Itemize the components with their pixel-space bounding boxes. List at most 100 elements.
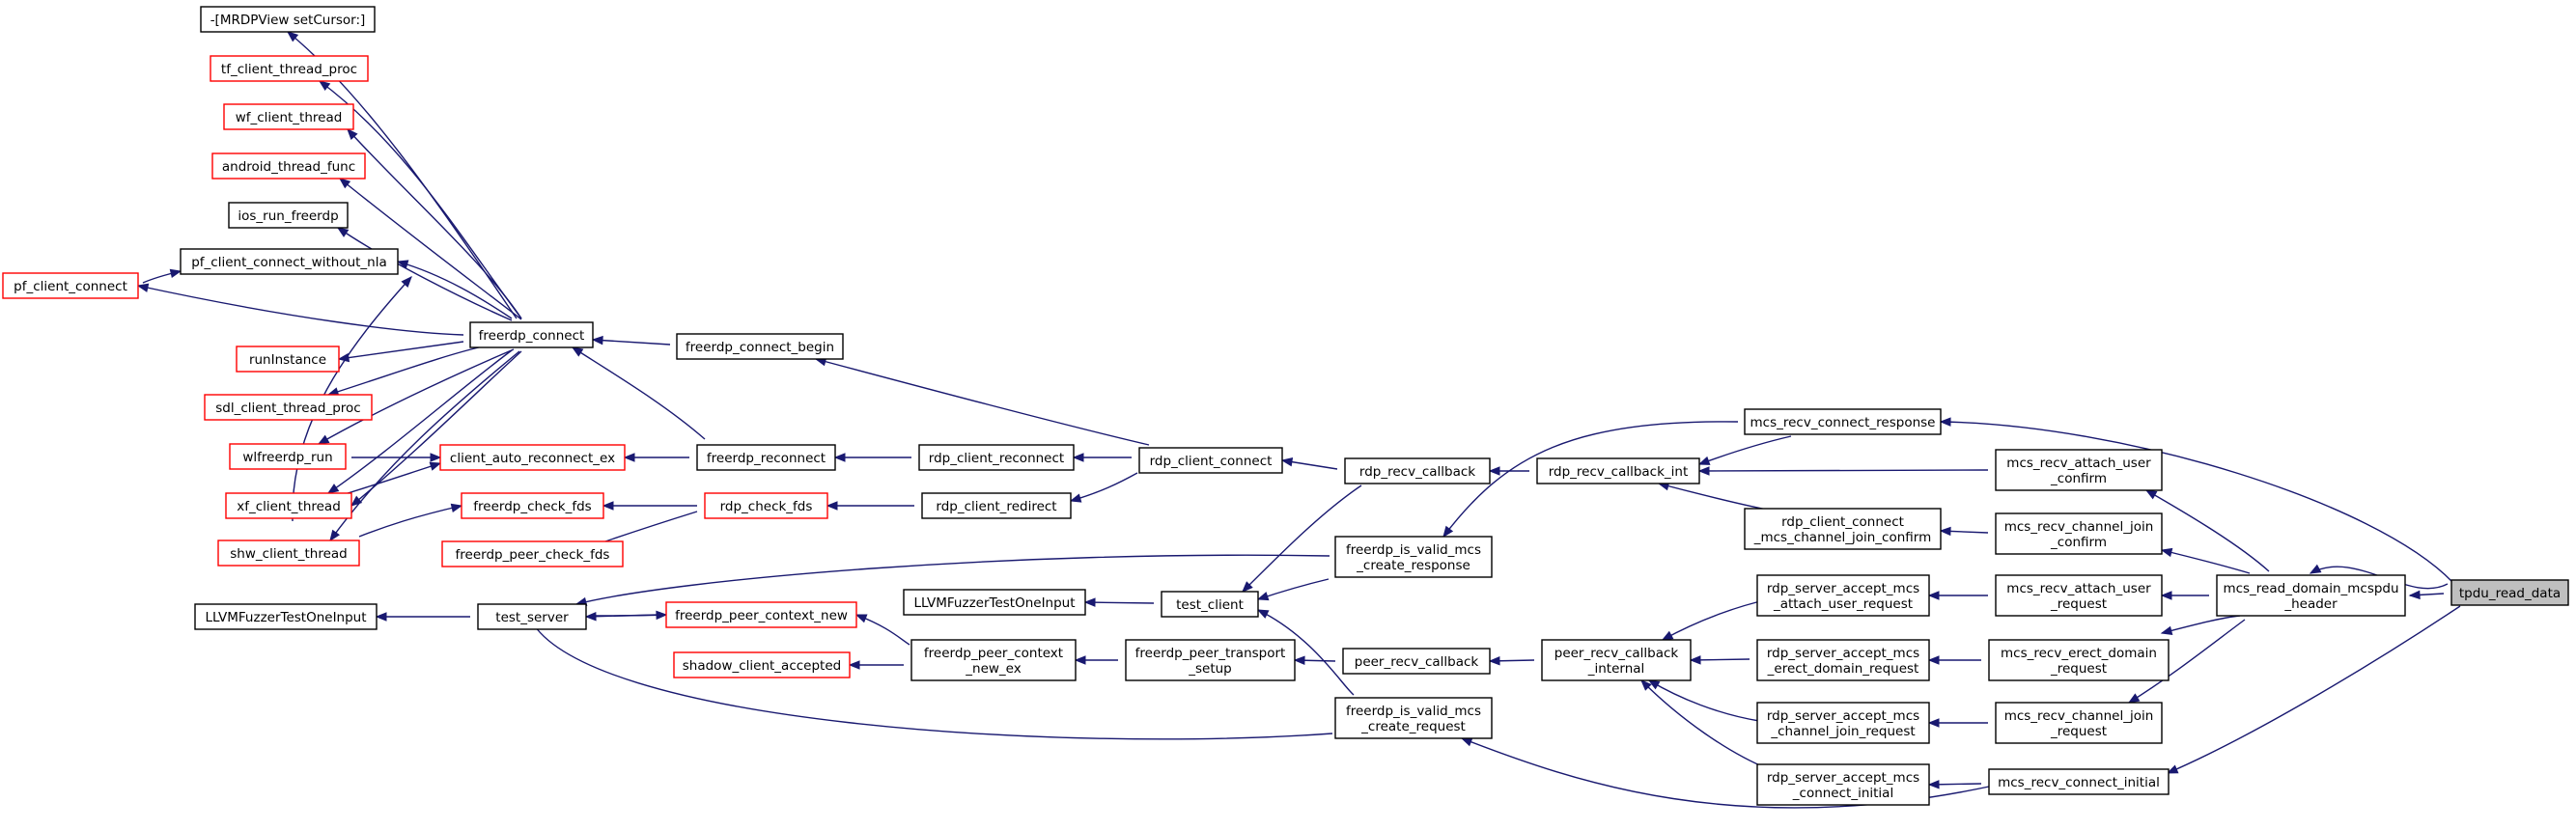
call-edge <box>317 348 515 445</box>
node-box <box>1756 702 1930 744</box>
call-edge <box>1293 655 1336 665</box>
node-rdp-server-accept-mcs-erect-domain-request[interactable]: rdp_server_accept_mcs_erect_domain_reque… <box>1756 639 1930 681</box>
node-rdp-server-accept-mcs-channel-join-request[interactable]: rdp_server_accept_mcs_channel_join_reque… <box>1756 702 1930 744</box>
node-android-thread-func[interactable]: android_thread_func <box>211 152 366 180</box>
node-mcs-recv-channel-join-request[interactable]: mcs_recv_channel_join_request <box>1995 702 2163 744</box>
node-peer-recv-callback-internal[interactable]: peer_recv_callback_internal <box>1541 639 1692 681</box>
arrowhead-icon <box>1083 597 1096 607</box>
node-label: wlfreerdp_run <box>242 450 332 465</box>
node-shadow-client-accepted[interactable]: shadow_client_accepted <box>673 651 851 678</box>
node-mcs-recv-erect-domain-request[interactable]: mcs_recv_erect_domain_request <box>1988 639 2170 681</box>
node-box <box>1995 702 2163 744</box>
node-test-client[interactable]: test_client <box>1161 591 1259 618</box>
call-edge <box>2408 590 2445 600</box>
arrowhead-icon <box>318 80 331 92</box>
node-box <box>441 540 624 567</box>
node-freerdp-connect-begin[interactable]: freerdp_connect_begin <box>676 333 844 360</box>
node-label: freerdp_is_valid_mcs <box>1346 542 1481 558</box>
node-box <box>1744 508 1942 550</box>
node-runinstance[interactable]: runInstance <box>236 346 340 373</box>
node-mcs-recv-attach-user-request[interactable]: mcs_recv_attach_user_request <box>1995 574 2163 617</box>
node-mcs-recv-connect-initial[interactable]: mcs_recv_connect_initial <box>1988 768 2170 795</box>
node-freerdp-is-valid-mcs-create-request[interactable]: freerdp_is_valid_mcs_create_request <box>1334 697 1493 739</box>
node-label: _connect_initial <box>1792 786 1893 801</box>
node-peer-recv-callback[interactable]: peer_recv_callback <box>1342 648 1491 675</box>
call-edge <box>1657 482 1768 511</box>
node-label: mcs_recv_attach_user <box>2006 456 2151 471</box>
arrowhead-icon <box>450 503 463 512</box>
node-rdp-recv-callback[interactable]: rdp_recv_callback <box>1344 457 1491 484</box>
node-label: rdp_server_accept_mcs <box>1767 770 1919 786</box>
node-label: rdp_check_fds <box>720 499 813 514</box>
call-edge-line <box>318 348 515 445</box>
node-rdp-server-accept-mcs-connect-initial[interactable]: rdp_server_accept_mcs_connect_initial <box>1756 763 1930 806</box>
node-mcs-read-domain-mcspdu-header[interactable]: mcs_read_domain_mcspdu_header <box>2216 574 2406 617</box>
call-edge <box>1927 718 1988 728</box>
node-mrdpview[interactable]: -[MRDPView setCursor:] <box>200 6 376 33</box>
node-tf-client-thread-proc[interactable]: tf_client_thread_proc <box>210 55 369 82</box>
arrowhead-icon <box>1927 718 1940 728</box>
node-llvm-fuzzer-left[interactable]: LLVMFuzzerTestOneInput <box>194 603 378 630</box>
call-edge-line <box>327 349 513 494</box>
node-ios-run-freerdp[interactable]: ios_run_freerdp <box>228 202 349 229</box>
node-label: freerdp_peer_transport <box>1135 646 1286 661</box>
arrowhead-icon <box>329 529 340 542</box>
node-mcs-recv-attach-user-confirm[interactable]: mcs_recv_attach_user_confirm <box>1995 449 2163 491</box>
node-mcs-recv-connect-response[interactable]: mcs_recv_connect_response <box>1744 408 1942 435</box>
arrowhead-icon <box>429 461 442 471</box>
call-edge <box>351 453 442 462</box>
node-test-server[interactable]: test_server <box>477 603 587 630</box>
node-client-auto-reconnect-ex[interactable]: client_auto_reconnect_ex <box>439 444 626 471</box>
node-llvm-fuzzer-mid[interactable]: LLVMFuzzerTestOneInput <box>903 589 1086 616</box>
call-edge-line <box>339 178 522 320</box>
node-pf-client-connect[interactable]: pf_client_connect <box>2 272 139 299</box>
node-box <box>1756 574 1930 617</box>
node-label: rdp_server_accept_mcs <box>1767 708 1919 724</box>
node-tpdu-read-data[interactable]: tpdu_read_data <box>2450 579 2569 606</box>
node-rdp-check-fds[interactable]: rdp_check_fds <box>704 492 828 519</box>
node-box <box>1756 639 1930 681</box>
node-sdl-client-thread-proc[interactable]: sdl_client_thread_proc <box>204 394 373 421</box>
arrowhead-icon <box>1640 679 1652 691</box>
node-freerdp-peer-context-new[interactable]: freerdp_peer_context_new <box>665 601 857 628</box>
call-edge <box>347 128 522 319</box>
arrowhead-icon <box>1927 655 1940 665</box>
node-label: rdp_client_connect <box>1150 454 1273 469</box>
node-rdp-client-redirect[interactable]: rdp_client_redirect <box>921 492 1072 519</box>
node-mcs-recv-channel-join-confirm[interactable]: mcs_recv_channel_join_confirm <box>1995 512 2163 555</box>
call-edge-line <box>591 614 667 617</box>
node-rdp-server-accept-mcs-attach-user-request[interactable]: rdp_server_accept_mcs_attach_user_reques… <box>1756 574 1930 617</box>
node-box <box>1756 763 1930 806</box>
node-rdp-client-connect-mcs-channel-join-confirm[interactable]: rdp_client_connect_mcs_channel_join_conf… <box>1744 508 1942 550</box>
node-box <box>228 202 349 229</box>
node-box <box>673 651 851 678</box>
node-freerdp-peer-context-new-ex[interactable]: freerdp_peer_context_new_ex <box>910 639 1077 681</box>
node-shw-client-thread[interactable]: shw_client_thread <box>217 540 360 567</box>
node-label: mcs_recv_connect_initial <box>1998 775 2160 790</box>
node-rdp-client-reconnect[interactable]: rdp_client_reconnect <box>918 444 1075 471</box>
node-rdp-recv-callback-int[interactable]: rdp_recv_callback_int <box>1536 457 1700 484</box>
node-label: sdl_client_thread_proc <box>215 401 360 416</box>
node-freerdp-is-valid-mcs-create-response[interactable]: freerdp_is_valid_mcs_create_response <box>1334 536 1493 578</box>
node-freerdp-reconnect[interactable]: freerdp_reconnect <box>696 444 836 471</box>
node-label: tpdu_read_data <box>2459 586 2561 601</box>
node-freerdp-peer-transport-setup[interactable]: freerdp_peer_transport_setup <box>1125 639 1296 681</box>
node-box <box>229 443 347 470</box>
node-label: _create_response <box>1356 558 1470 573</box>
node-freerdp-peer-check-fds[interactable]: freerdp_peer_check_fds <box>441 540 624 567</box>
node-label: _new_ex <box>965 661 1021 677</box>
call-edge <box>1697 435 1792 465</box>
arrowhead-icon <box>286 31 299 42</box>
node-xf-client-thread[interactable]: xf_client_thread <box>225 492 352 519</box>
call-edge-line <box>327 346 484 396</box>
node-box <box>1995 449 2163 491</box>
node-wf-client-thread[interactable]: wf_client_thread <box>223 103 354 130</box>
arrowhead-icon <box>317 434 330 445</box>
node-pf-client-connect-without-nla[interactable]: pf_client_connect_without_nla <box>180 248 399 275</box>
node-freerdp-check-fds[interactable]: freerdp_check_fds <box>461 492 604 519</box>
node-freerdp-connect[interactable]: freerdp_connect <box>469 321 594 348</box>
node-wlfreerdp-run[interactable]: wlfreerdp_run <box>229 443 347 470</box>
node-rdp-client-connect[interactable]: rdp_client_connect <box>1138 447 1283 474</box>
arrowhead-icon <box>1939 526 1951 537</box>
call-edge <box>1074 655 1118 665</box>
